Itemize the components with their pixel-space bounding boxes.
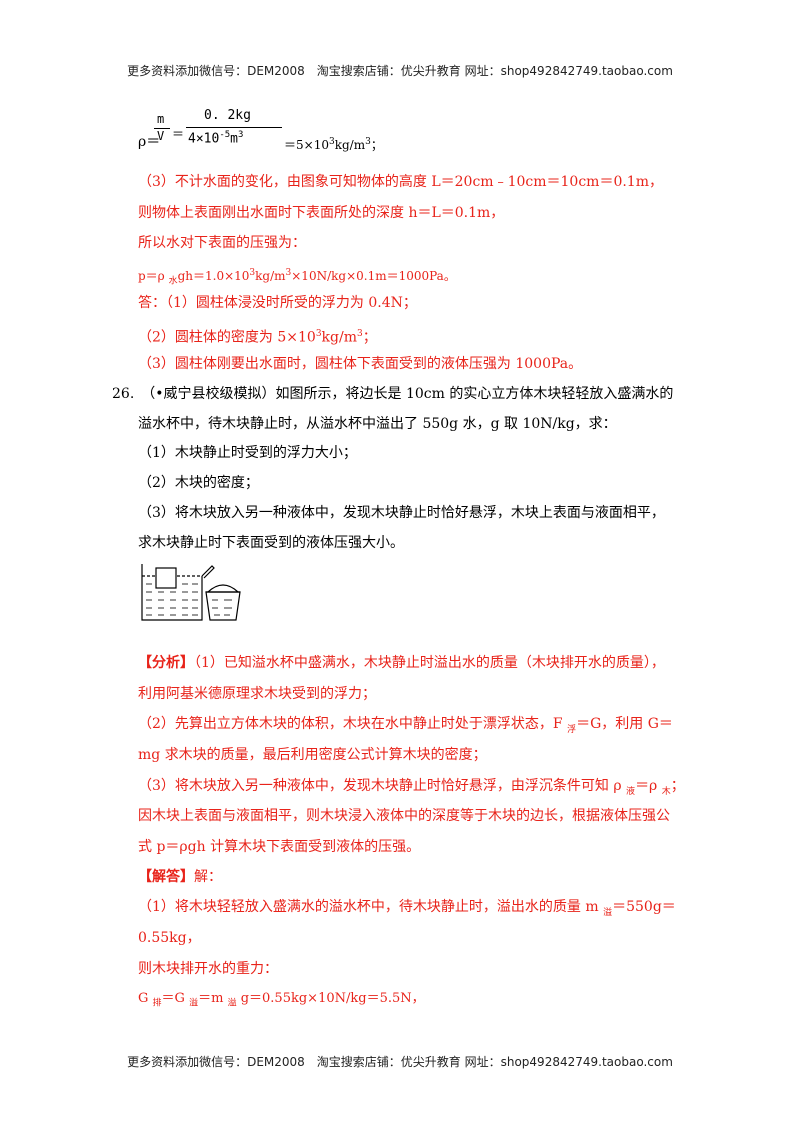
analysis-line-1: 【分析】（1）已知溢水杯中盛满水，木块静止时溢出水的质量（木块排开水的质量），: [138, 655, 665, 671]
solution-line-1: （1）将木块轻轻放入盛满水的溢水杯中，待木块静止时，溢出水的质量 m 溢＝550…: [138, 899, 676, 918]
solution-heading: 【解答】解：: [138, 869, 222, 885]
formula-v: V: [157, 129, 165, 143]
formula-numerator: 0. 2kg: [204, 108, 251, 123]
q26-line-4: （2）木块的密度；: [138, 475, 259, 491]
solution-line-4: G 排＝G 溢＝m 溢 g＝0.55kg×10N/kg＝5.5N，: [138, 991, 425, 1009]
overflow-cup-figure: [141, 564, 241, 621]
page-footer: 更多资料添加微信号：DEM2008 淘宝搜索店铺：优尖升教育 网址：shop49…: [127, 1055, 673, 1069]
q26-line-5: （3）将木块放入另一种液体中，发现木块静止时恰好悬浮，木块上表面与液面相平，: [138, 505, 665, 521]
page-header: 更多资料添加微信号：DEM2008 淘宝搜索店铺：优尖升教育 网址：shop49…: [127, 64, 673, 78]
part3-line-2: 则物体上表面刚出水面时下表面所处的深度 h＝L＝0.1m，: [138, 205, 505, 221]
formula-denominator: 4×10-5m3: [188, 130, 244, 147]
answer-line-3: （3）圆柱体刚要出水面时，圆柱体下表面受到的液体压强为 1000Pa。: [138, 356, 583, 372]
analysis-line-2: 利用阿基米德原理求木块受到的浮力；: [138, 686, 376, 702]
solution-line-3: 则木块排开水的重力：: [138, 961, 278, 977]
formula-fraction-rule: [186, 127, 282, 128]
analysis-line-4: mg 求木块的质量，最后利用密度公式计算木块的密度；: [138, 747, 487, 763]
part3-line-1: （3）不计水面的变化，由图象可知物体的高度 L＝20cm﹣10cm＝10cm＝0…: [138, 174, 663, 190]
formula-result: ＝5×103kg/m3；: [284, 137, 383, 152]
analysis-line-6: 因木块上表面与液面相平，则木块浸入液体中的深度等于木块的边长，根据液体压强公: [138, 808, 670, 824]
answer-line-2: （2）圆柱体的密度为 5×103kg/m3；: [138, 329, 377, 346]
q26-line-6: 求木块静止时下表面受到的液体压强大小。: [138, 535, 404, 551]
q26-line-3: （1）木块静止时受到的浮力大小；: [138, 445, 357, 461]
part3-line-3: 所以水对下表面的压强为：: [138, 235, 306, 251]
q26-line-1: 26. （•威宁县校级模拟）如图所示，将边长是 10cm 的实心立方体木块轻轻放…: [112, 386, 674, 402]
solution-line-2: 0.55kg，: [138, 930, 201, 946]
q26-line-2: 溢水杯中，待木块静止时，从溢水杯中溢出了 550g 水，g 取 10N/kg，求…: [138, 416, 617, 432]
answer-line-1: 答：（1）圆柱体浸没时所受的浮力为 0.4N；: [138, 295, 417, 311]
part3-line-4: p＝ρ 水gh＝1.0×103kg/m3×10N/kg×0.1m＝1000Pa。: [138, 268, 456, 287]
formula-rho: ρ＝: [138, 134, 161, 150]
analysis-line-5: （3）将木块放入另一种液体中，发现木块静止时恰好悬浮，由浮沉条件可知 ρ 液＝ρ…: [138, 778, 685, 797]
formula-eq: ＝: [172, 127, 185, 141]
analysis-line-7: 式 p＝ρgh 计算木块下表面受到液体的压强。: [138, 839, 421, 855]
analysis-line-3: （2）先算出立方体木块的体积，木块在水中静止时处于漂浮状态，F 浮＝G，利用 G…: [138, 716, 673, 735]
formula-m: m: [157, 112, 165, 126]
formula-m-rule: [154, 128, 170, 129]
